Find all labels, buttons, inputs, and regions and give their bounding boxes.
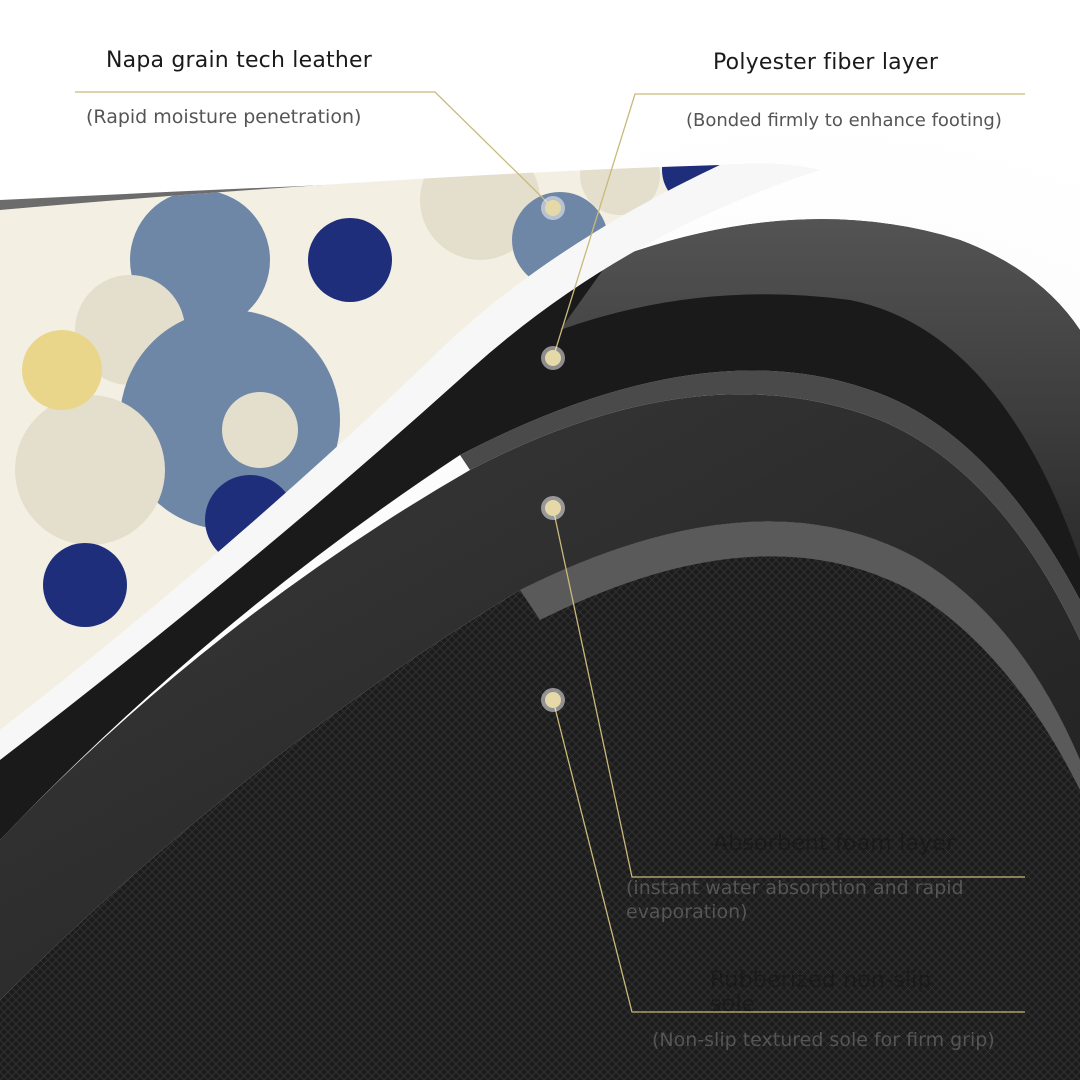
callout-leather-title: Napa grain tech leather: [106, 48, 372, 73]
callout-fiber-title: Polyester fiber layer: [713, 50, 939, 75]
callout-sole-subtitle: (Non-slip textured sole for firm grip): [652, 1029, 995, 1051]
fiber-inner-face: [560, 219, 1080, 560]
marker-dots: [541, 196, 565, 712]
callout-fiber-subtitle: (Bonded firmly to enhance footing): [686, 110, 1002, 131]
foam-top-edge: [460, 370, 1080, 640]
sole-edge: [520, 521, 1080, 790]
fiber-layer: [0, 219, 1080, 840]
callout-sole-title: Rubberized non-slip sole: [710, 968, 932, 1017]
sole-layer: [0, 521, 1080, 1080]
leader-lines: [75, 91, 1025, 1013]
callout-foam-subtitle: (instant water absorption and rapid evap…: [626, 877, 964, 923]
callout-foam-title: Absorbent foam layer: [713, 831, 956, 856]
foam-layer: [0, 394, 1080, 1000]
callout-leather-subtitle: (Rapid moisture penetration): [86, 106, 362, 128]
